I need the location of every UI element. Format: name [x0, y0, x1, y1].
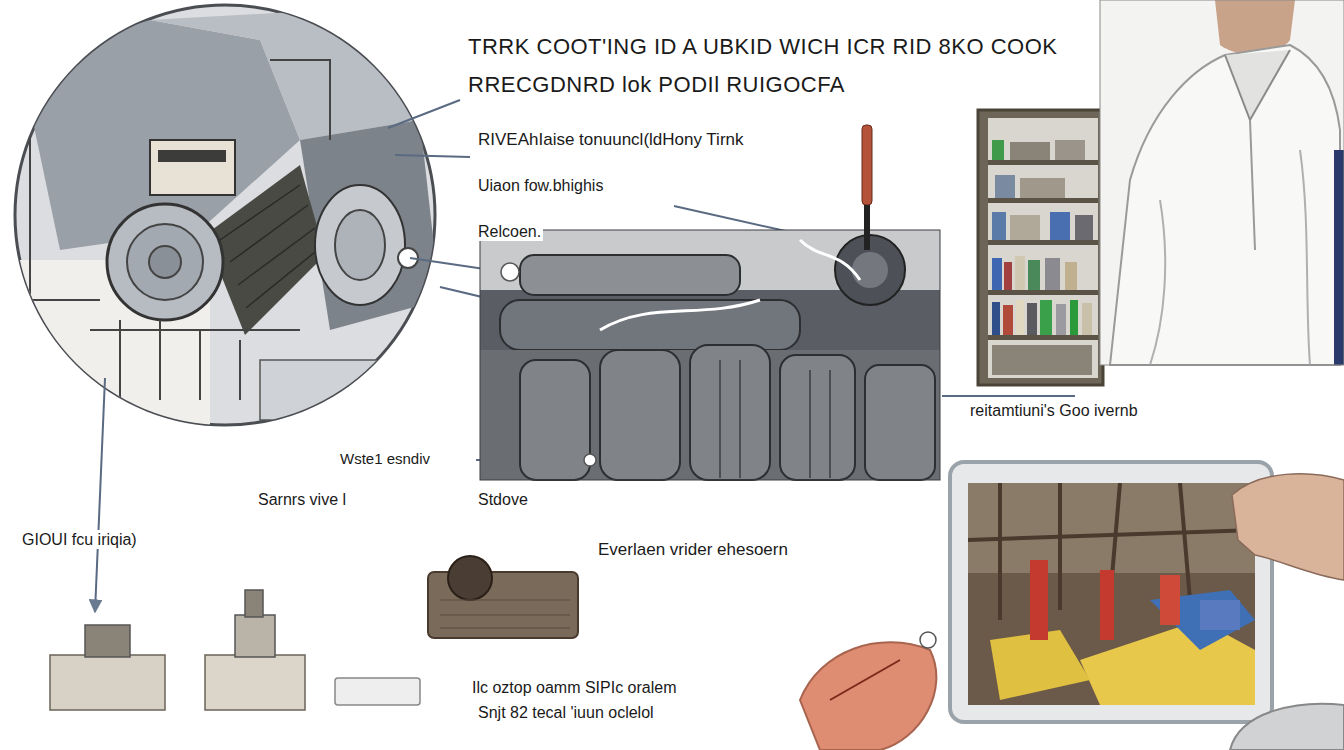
- person-figure: [1100, 0, 1344, 365]
- monitor-picture: [950, 462, 1344, 722]
- label-text: Relcoen.: [476, 222, 543, 241]
- leader-lines: [95, 100, 1075, 612]
- bookshelf: [978, 110, 1103, 385]
- title-text: TRRK COOT'ING ID A UBKID WICH ICR RID 8K…: [466, 28, 1110, 104]
- label-text: GIOUI fcu iriqia): [20, 530, 139, 549]
- label-text: Uiaon fow.bhighis: [476, 176, 605, 195]
- label-text: RIVEAhIaise tonuuncl(ldHony Tirnk: [476, 130, 746, 150]
- label-text: Everlaen vrider ehesoern: [596, 540, 790, 560]
- small-parts: [50, 556, 1344, 750]
- zoom-circle: [10, 5, 440, 430]
- label-text: Sarnrs vive l: [256, 490, 348, 509]
- label-text: Ilc oztop oamm SIPIc oralem: [470, 678, 679, 697]
- label-text: Snjt 82 tecal 'iuun oclelol: [476, 703, 656, 722]
- label-text: reitamtiuni's Goo ivernb: [968, 401, 1140, 420]
- label-text: Stdove: [476, 490, 530, 509]
- label-text: Wste1 esndiv: [338, 450, 432, 468]
